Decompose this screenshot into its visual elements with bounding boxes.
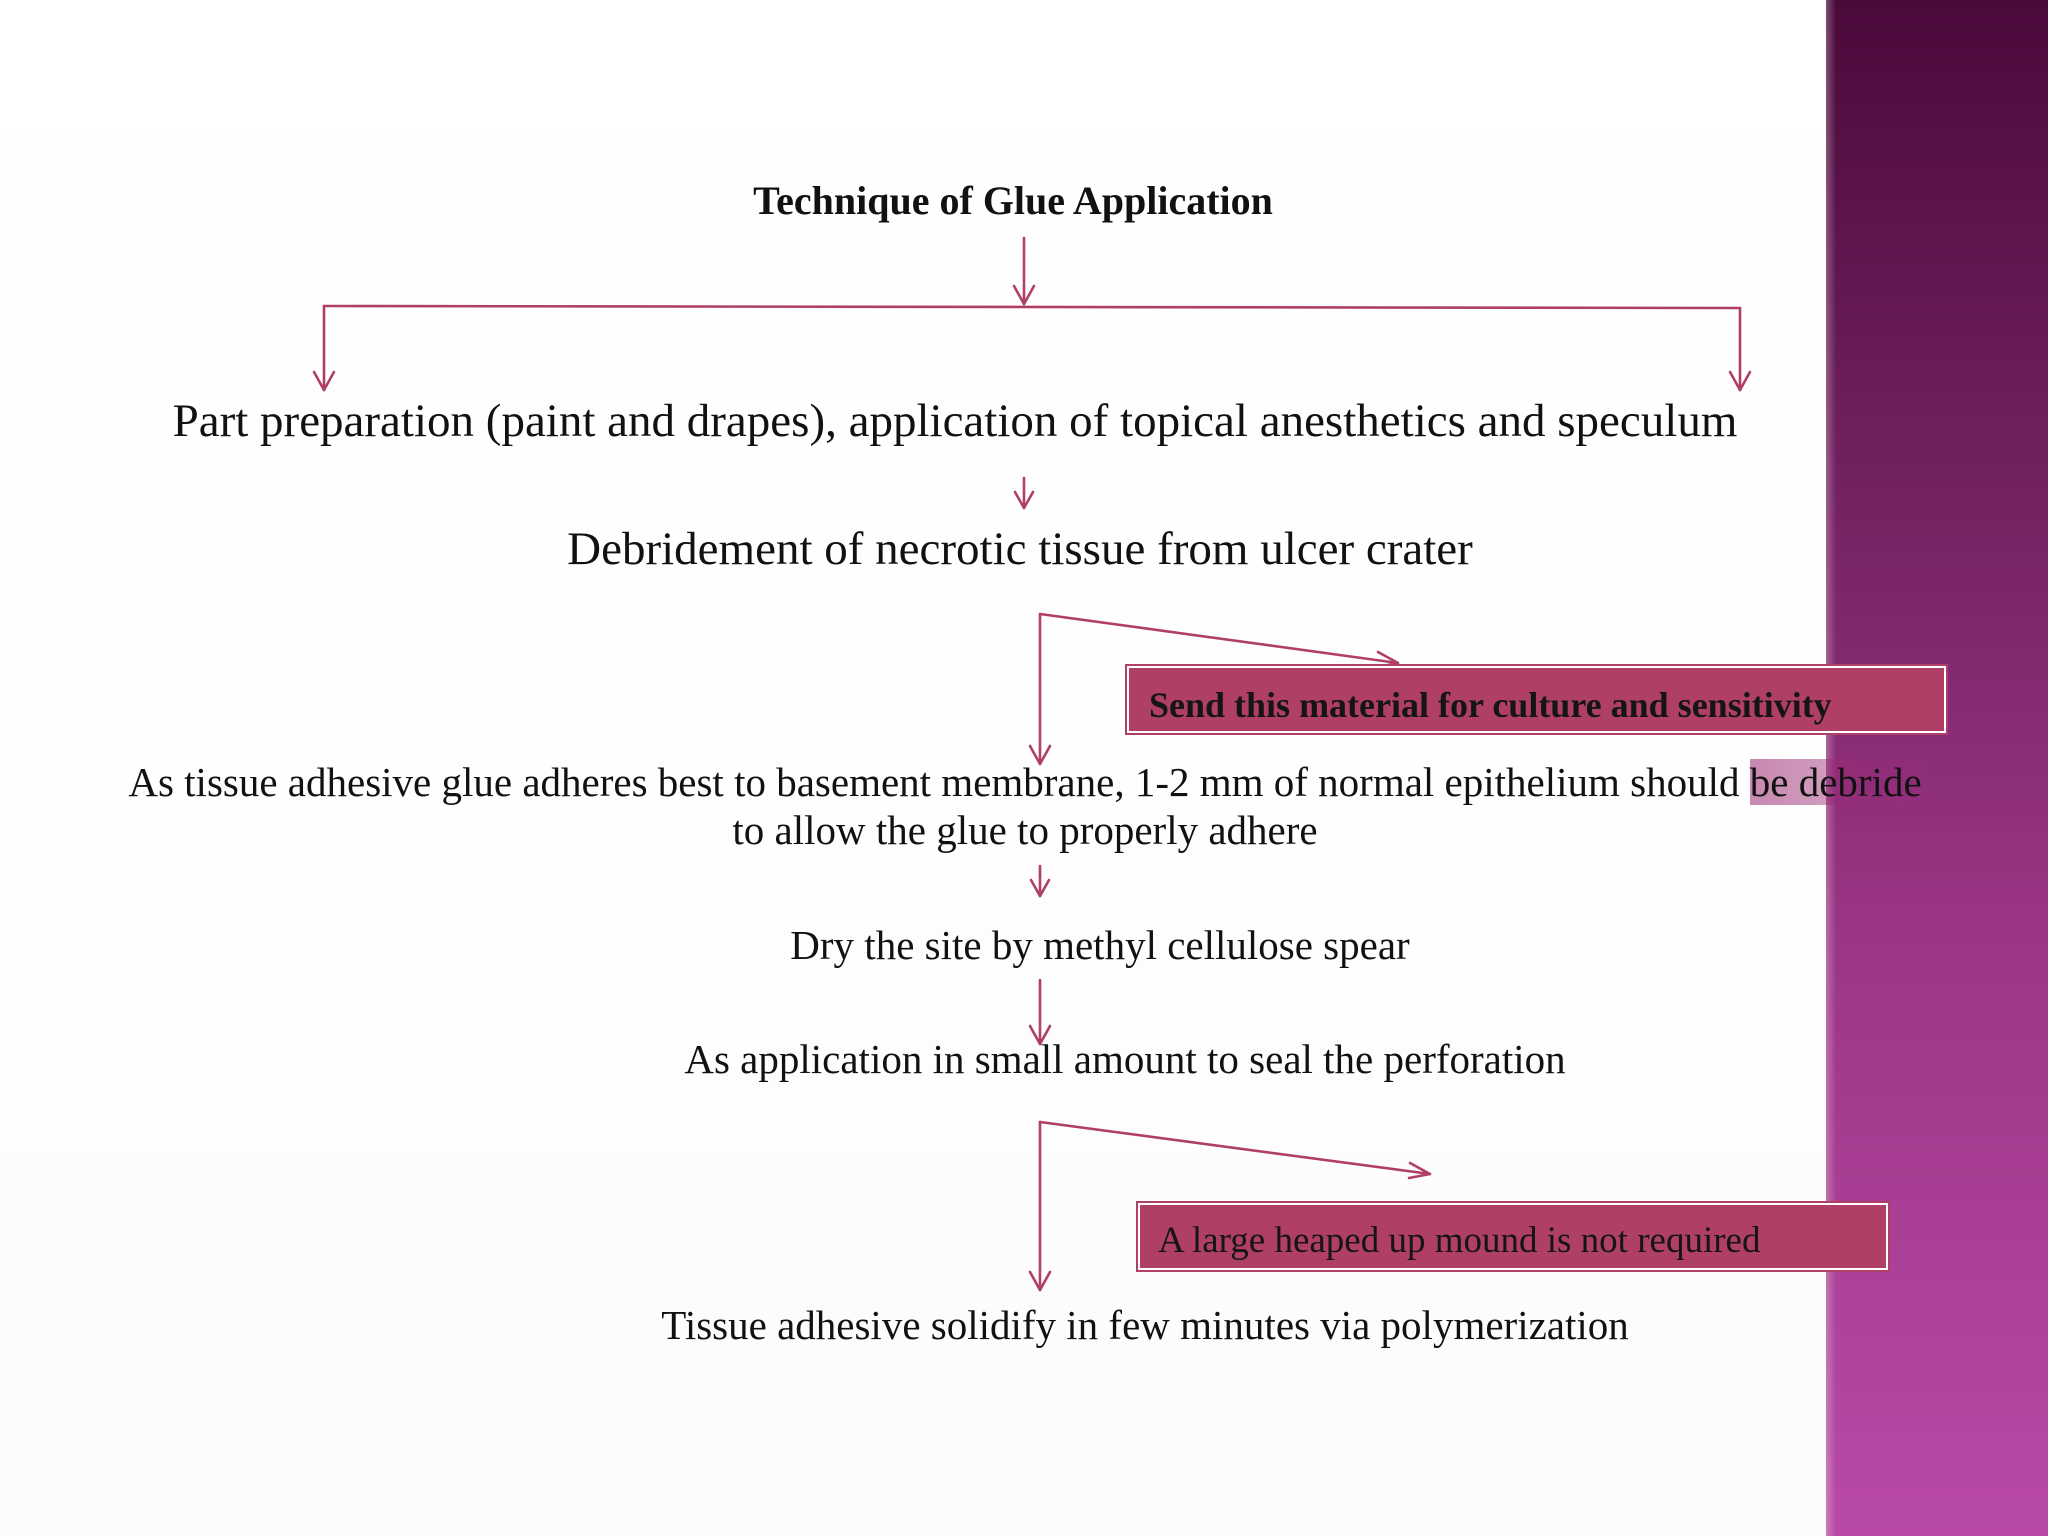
step-epithelium-line-1: As tissue adhesive glue adheres best to … (10, 758, 2040, 806)
split-horizontal-line (322, 304, 1742, 310)
step-epithelium-line-2: to allow the glue to properly adhere (732, 807, 1318, 853)
note-mound-not-required: A large heaped up mound is not required (1138, 1203, 1888, 1270)
step-part-preparation: Part preparation (paint and drapes), app… (172, 395, 1738, 447)
arrow-step4-to-step5 (1028, 978, 1052, 1046)
arrow-step5-to-step6 (1028, 1120, 1052, 1292)
step-polymerization: Tissue adhesive solidify in few minutes … (661, 1302, 1629, 1348)
arrow-step3-to-step4 (1029, 864, 1051, 898)
step-epithelium-debridement: As tissue adhesive glue adheres best to … (10, 758, 2040, 854)
step-debridement: Debridement of necrotic tissue from ulce… (567, 523, 1473, 575)
arrow-split-right (1728, 306, 1752, 392)
arrow-branch-to-note-mound (1038, 1120, 1432, 1180)
arrow-split-left (312, 304, 336, 392)
step-epithelium-line-1-text: As tissue adhesive glue adheres best to … (128, 759, 1740, 805)
note-culture-sensitivity: Send this material for culture and sensi… (1127, 666, 1946, 733)
flowchart-title: Technique of Glue Application (753, 178, 1273, 223)
step-epithelium-highlight: be debride (1749, 759, 1922, 805)
arrow-step2-to-step3 (1028, 612, 1052, 766)
step-dry-site: Dry the site by methyl cellulose spear (790, 922, 1410, 968)
step-glue-application: As application in small amount to seal t… (684, 1036, 1566, 1082)
arrow-step1-to-step2 (1013, 476, 1035, 510)
arrow-branch-to-note-culture (1038, 612, 1400, 669)
arrow-title-down (1012, 236, 1036, 306)
